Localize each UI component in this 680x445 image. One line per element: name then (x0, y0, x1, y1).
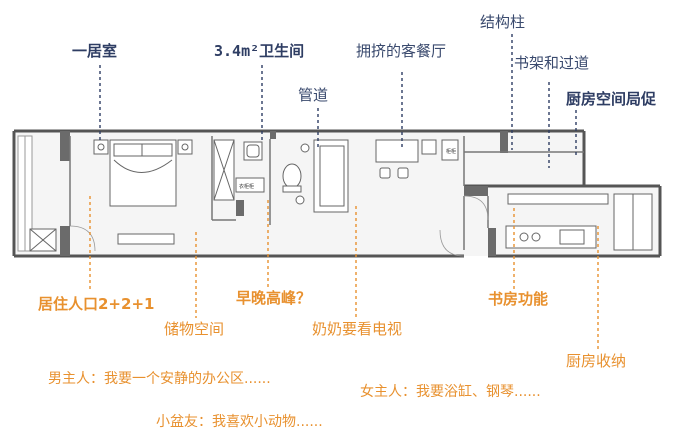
dining-table (375, 139, 459, 179)
label-study: 书房功能 (488, 290, 549, 308)
sofa (313, 139, 349, 213)
label-kitchen-storage: 厨房收纳 (566, 352, 627, 370)
plan-cabinet-label-b: 柜柜 (446, 149, 457, 155)
label-morning-peak: 早晚高峰？ (236, 289, 312, 307)
plan-cabinet-label-a: 衣柜柜 (239, 184, 255, 190)
wardrobe (213, 139, 265, 201)
doors (69, 195, 489, 257)
outer-walls (12, 129, 662, 258)
label-bathroom: 3.4m²卫生间 (214, 42, 305, 60)
quote-husband: 男主人：我要一个安静的办公区...... (48, 371, 271, 387)
label-storage: 储物空间 (164, 320, 225, 338)
structure-blocks (60, 131, 508, 256)
left-balcony (17, 135, 33, 252)
bench (117, 233, 175, 245)
label-living-dining: 拥挤的客餐厅 (356, 42, 447, 60)
label-grandma-tv: 奶奶要看电视 (312, 320, 403, 338)
washer (29, 228, 57, 252)
label-one-room: 一居室 (72, 42, 118, 60)
label-kitchen: 厨房空间局促 (566, 90, 657, 108)
quote-wife: 女主人：我要浴缸、钢琴...... (360, 384, 541, 400)
top-leaders (99, 34, 577, 168)
quote-kid: 小盆友：我喜欢小动物...... (156, 414, 323, 430)
bed (93, 139, 193, 207)
bottom-leaders (89, 196, 599, 350)
label-pipe: 管道 (298, 86, 329, 104)
kitchen-counter (505, 193, 653, 251)
label-residents: 居住人口2+2+1 (38, 295, 155, 313)
bathroom-fixtures (243, 141, 310, 205)
inner-walls (69, 136, 584, 250)
label-bookshelf: 书架和过道 (514, 54, 590, 72)
label-structure-column: 结构柱 (480, 13, 526, 31)
